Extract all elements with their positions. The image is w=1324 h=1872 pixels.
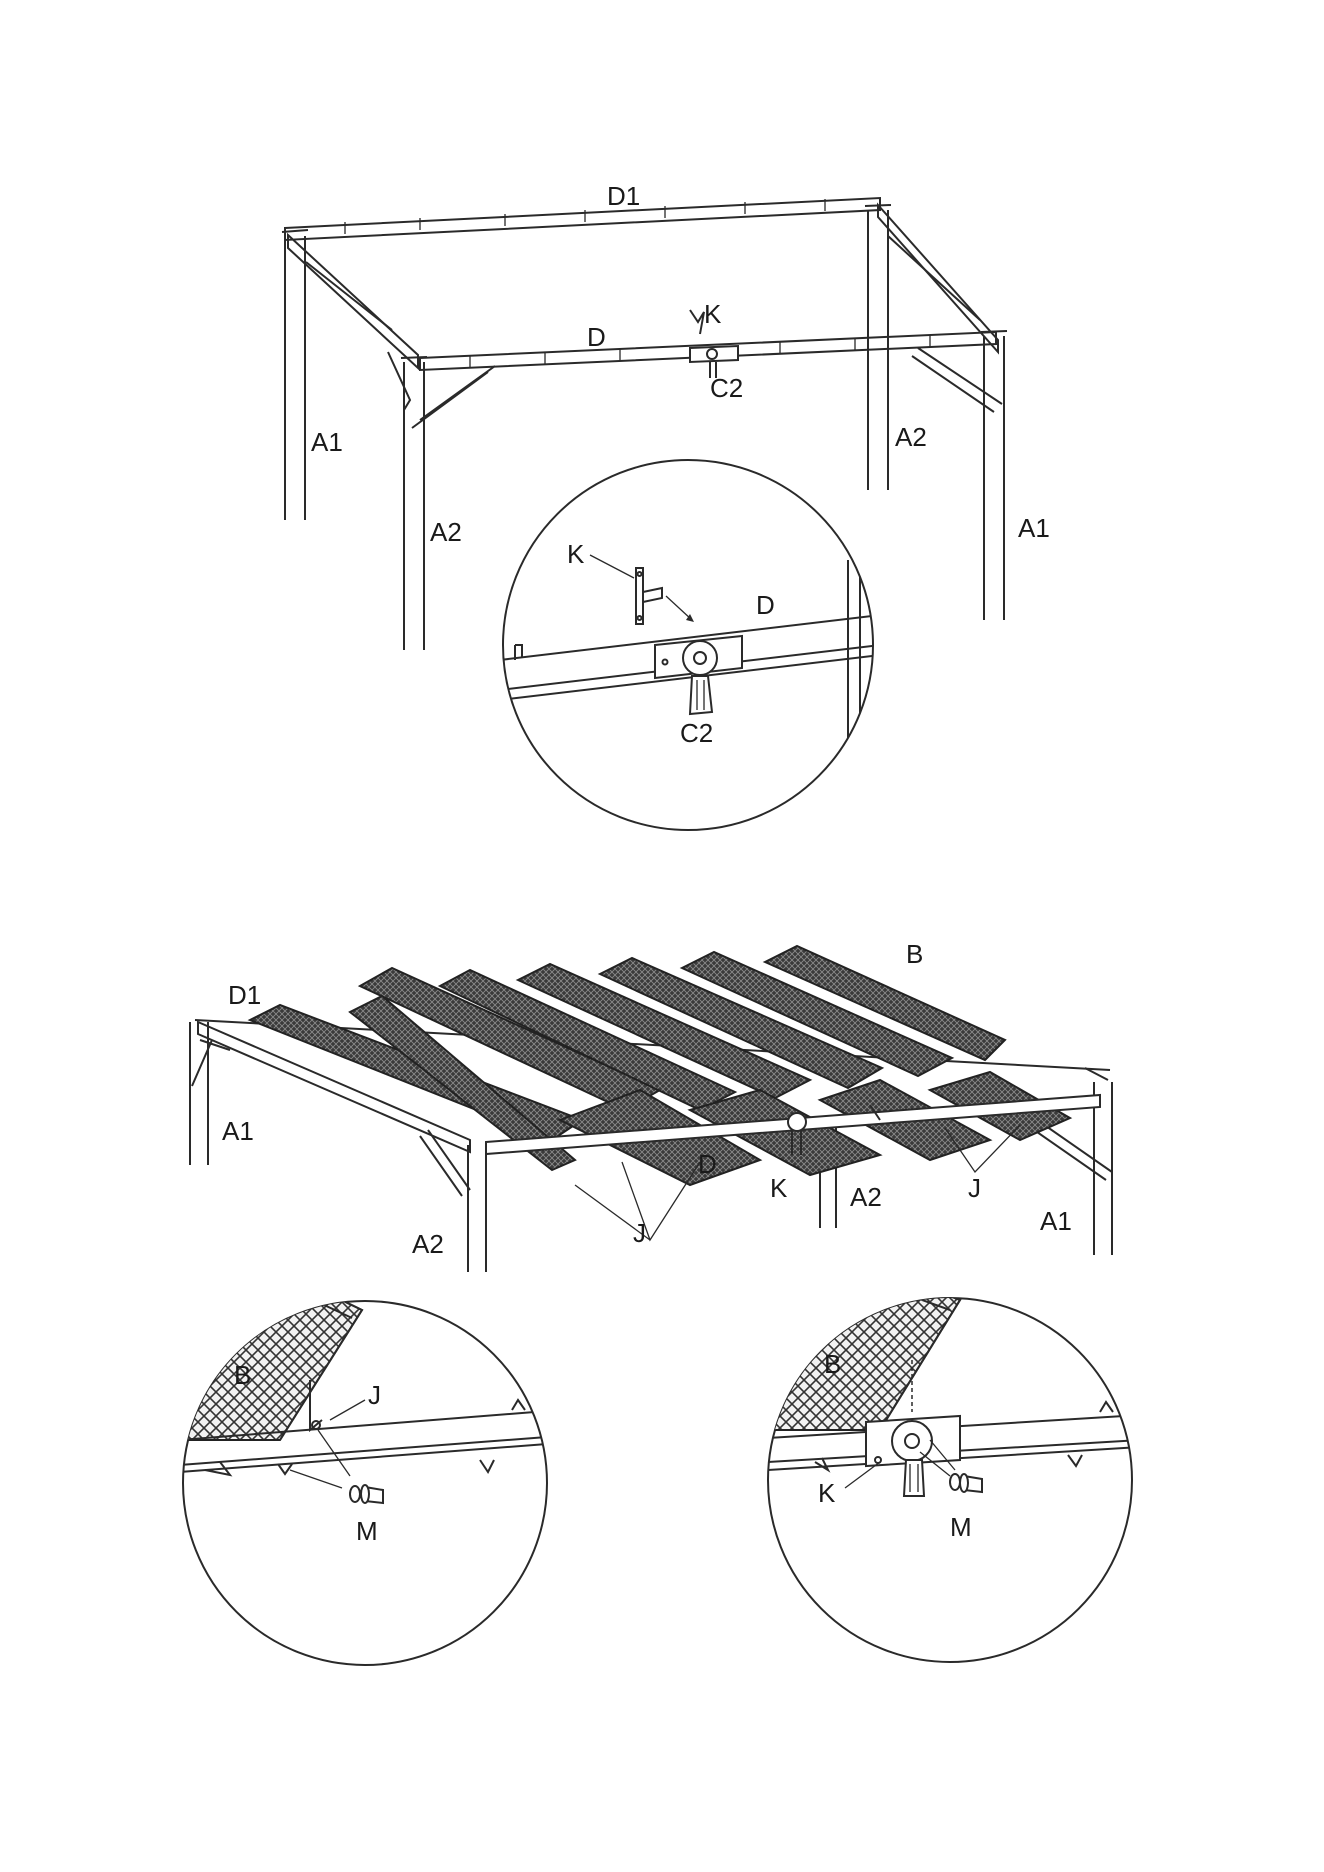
- detail-circle-k-bolt: [768, 1270, 1140, 1662]
- label-d1-top: D1: [607, 181, 640, 211]
- label-a2-right-top: A2: [895, 422, 927, 452]
- label-k-detail: K: [567, 539, 585, 569]
- detail-circle-k-bracket: [500, 460, 880, 830]
- detail-circle-j-bolt: [180, 1280, 560, 1665]
- label-a1-left-top: A1: [311, 427, 343, 457]
- label-d1-mid: D1: [228, 980, 261, 1010]
- label-b-detail-right: B: [824, 1349, 841, 1379]
- label-k-mid: K: [770, 1173, 788, 1203]
- label-a1-right-top: A1: [1018, 513, 1050, 543]
- label-b-mid: B: [906, 939, 923, 969]
- label-m-detail-right: M: [950, 1512, 972, 1542]
- label-b-detail-left: B: [234, 1360, 251, 1390]
- label-j-right-mid: J: [968, 1173, 981, 1203]
- label-k-detail-right: K: [818, 1478, 836, 1508]
- label-k-top: K: [704, 299, 722, 329]
- frame-with-panels-figure: [190, 946, 1112, 1272]
- label-d-mid: D: [698, 1149, 717, 1179]
- label-d-top: D: [587, 322, 606, 352]
- label-a2-left-top: A2: [430, 517, 462, 547]
- label-c2-top: C2: [710, 373, 743, 403]
- shade-panels: [250, 946, 1070, 1185]
- label-m-detail-left: M: [356, 1516, 378, 1546]
- label-j-left-mid: J: [633, 1218, 646, 1248]
- label-c2-detail: C2: [680, 718, 713, 748]
- label-a1-right-mid: A1: [1040, 1206, 1072, 1236]
- label-a2-left-mid: A2: [412, 1229, 444, 1259]
- label-a2-right-mid: A2: [850, 1182, 882, 1212]
- label-d-detail: D: [756, 590, 775, 620]
- label-a1-left-mid: A1: [222, 1116, 254, 1146]
- label-j-detail: J: [368, 1380, 381, 1410]
